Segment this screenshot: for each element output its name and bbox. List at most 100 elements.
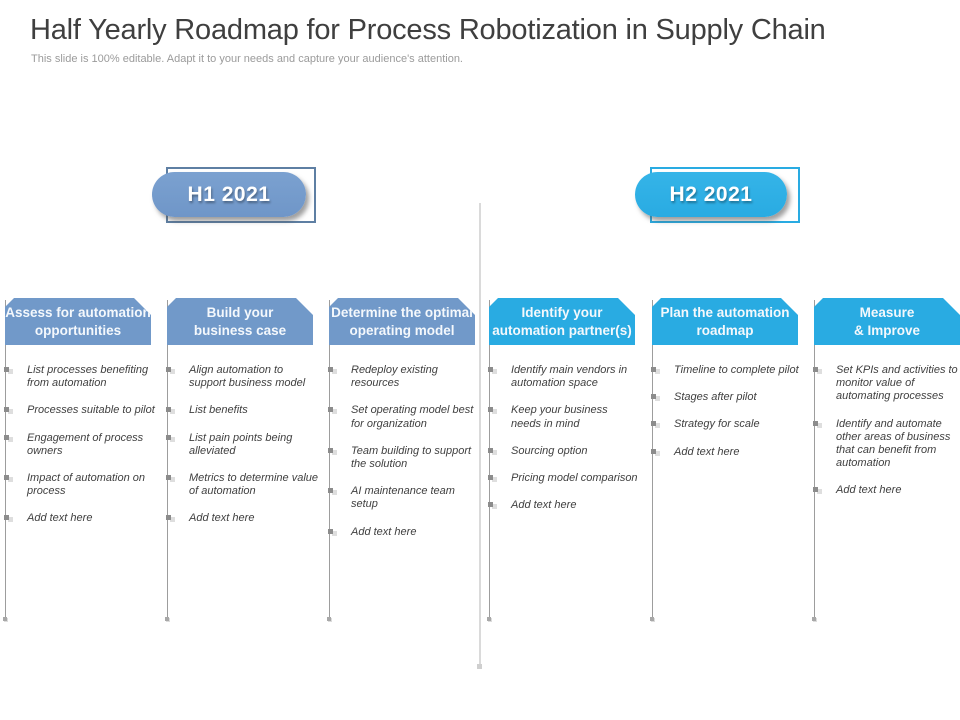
column-item-list: List processes benefiting from automatio… [4, 364, 156, 526]
bullet-square-icon [813, 487, 818, 493]
list-item: Add text here [651, 445, 803, 459]
list-item-text: Timeline to complete pilot [674, 364, 799, 376]
list-item-text: Identify and automate other areas of bus… [836, 417, 951, 470]
list-item-text: Metrics to determine value of automation [189, 471, 318, 498]
column-line [650, 300, 654, 621]
column-line [327, 300, 331, 621]
list-item: Timeline to complete pilot [651, 364, 803, 377]
bullet-square-icon [4, 367, 9, 372]
bullet-square-icon [4, 407, 9, 413]
bullet-square-icon [328, 447, 333, 453]
page-subtitle: This slide is 100% editable. Adapt it to… [31, 53, 463, 65]
roadmap-column-roadmap-plan: Plan the automation roadmap Timeline to … [650, 298, 804, 628]
column-item-list: Identify main vendors in automation spac… [488, 364, 640, 512]
list-item-text: Identify main vendors in automation spac… [511, 364, 628, 390]
list-item-text: Sourcing option [511, 444, 588, 457]
list-item-text: List processes benefiting from automatio… [27, 364, 149, 390]
roadmap-column-business-case: Build your business case Align automatio… [165, 298, 319, 628]
list-item-text: Add text here [351, 525, 417, 538]
column-line [487, 300, 491, 621]
list-item: List pain points being alleviated [166, 431, 318, 458]
list-item-text: Add text here [189, 512, 255, 525]
bullet-square-icon [328, 407, 333, 413]
list-item: List benefits [166, 404, 318, 417]
bullet-square-icon [328, 528, 333, 534]
bullet-square-icon [488, 447, 493, 453]
bullet-square-icon [651, 448, 656, 454]
column-line [3, 300, 7, 621]
column-title-line: Measure [859, 304, 915, 320]
list-item: Identify and automate other areas of bus… [813, 417, 960, 471]
list-item-text: List benefits [189, 404, 248, 417]
column-header: Build your business case [167, 298, 313, 345]
column-item-list: Align automation to support business mod… [166, 364, 318, 526]
list-item: Sourcing option [488, 444, 640, 458]
list-item-text: Keep your business needs in mind [511, 404, 608, 430]
bullet-square-icon [166, 367, 171, 372]
list-item-text: Strategy for scale [674, 418, 760, 431]
column-title-line: opportunities [34, 322, 122, 338]
list-item: Keep your business needs in mind [488, 404, 640, 430]
list-item-text: Impact of automation on process [27, 471, 146, 498]
column-title-line: operating model [349, 322, 455, 338]
bullet-square-icon [488, 367, 493, 372]
roadmap-column-partners: Identify your automation partner(s) Iden… [487, 298, 641, 628]
list-item-text: Add text here [836, 484, 902, 497]
bullet-square-icon [813, 420, 818, 426]
badge-pill-h1: H1 2021 [152, 172, 306, 217]
list-item-text: List pain points being alleviated [189, 431, 293, 457]
column-header: Plan the automation roadmap [652, 298, 798, 345]
bullet-square-icon [651, 394, 656, 400]
list-item: Impact of automation on process [4, 471, 156, 498]
bullet-square-icon [166, 515, 171, 521]
column-title-line: automation partner(s) [492, 322, 632, 338]
list-item: Identify main vendors in automation spac… [488, 364, 640, 390]
bullet-square-icon [488, 502, 493, 508]
list-item: Set operating model best for organizatio… [328, 404, 480, 430]
list-item-text: Team building to support the solution [351, 444, 472, 470]
list-item: Engagement of process owners [4, 432, 156, 458]
column-header: Assess for automation opportunities [5, 298, 151, 345]
page-title: Half Yearly Roadmap for Process Robotiza… [30, 14, 826, 46]
list-item: Redeploy existing resources [328, 364, 480, 390]
column-title-line: Determine the optimal [331, 304, 473, 320]
roadmap-column-measure-improve: Measure & Improve Set KPIs and activitie… [812, 298, 960, 628]
column-title-line: business case [193, 322, 287, 338]
list-item-text: Pricing model comparison [511, 471, 638, 484]
list-item-text: Stages after pilot [674, 391, 757, 404]
center-divider-line [477, 203, 482, 669]
list-item: Add text here [328, 525, 480, 539]
bullet-square-icon [651, 367, 656, 372]
bullet-square-icon [4, 474, 9, 480]
list-item: Team building to support the solution [328, 444, 480, 471]
list-item: Strategy for scale [651, 418, 803, 431]
list-item: Pricing model comparison [488, 471, 640, 485]
column-title-line: Assess for automation [5, 304, 151, 320]
bullet-square-icon [328, 488, 333, 494]
list-item-text: Add text here [511, 499, 577, 512]
list-item: Add text here [488, 499, 640, 512]
column-title-line: & Improve [853, 322, 921, 338]
list-item: Add text here [166, 512, 318, 525]
period-label-h1: H1 2021 [187, 182, 271, 206]
list-item-text: Set operating model best for organizatio… [351, 404, 474, 430]
bullet-square-icon [488, 474, 493, 480]
badge-pill-h2: H2 2021 [635, 172, 787, 217]
list-item: Add text here [4, 512, 156, 525]
bullet-square-icon [813, 367, 818, 372]
list-item: List processes benefiting from automatio… [4, 364, 156, 390]
list-item-text: Add text here [674, 445, 740, 458]
bullet-square-icon [166, 407, 171, 413]
list-item: Stages after pilot [651, 391, 803, 404]
list-item-text: Processes suitable to pilot [27, 404, 155, 417]
column-item-list: Set KPIs and activities to monitor value… [813, 364, 960, 498]
column-title-line: Identify your [521, 304, 603, 320]
list-item: Set KPIs and activities to monitor value… [813, 364, 960, 404]
column-line [165, 300, 169, 621]
bullet-square-icon [4, 434, 9, 440]
list-item-text: Add text here [27, 512, 93, 525]
bullet-square-icon [166, 434, 171, 440]
